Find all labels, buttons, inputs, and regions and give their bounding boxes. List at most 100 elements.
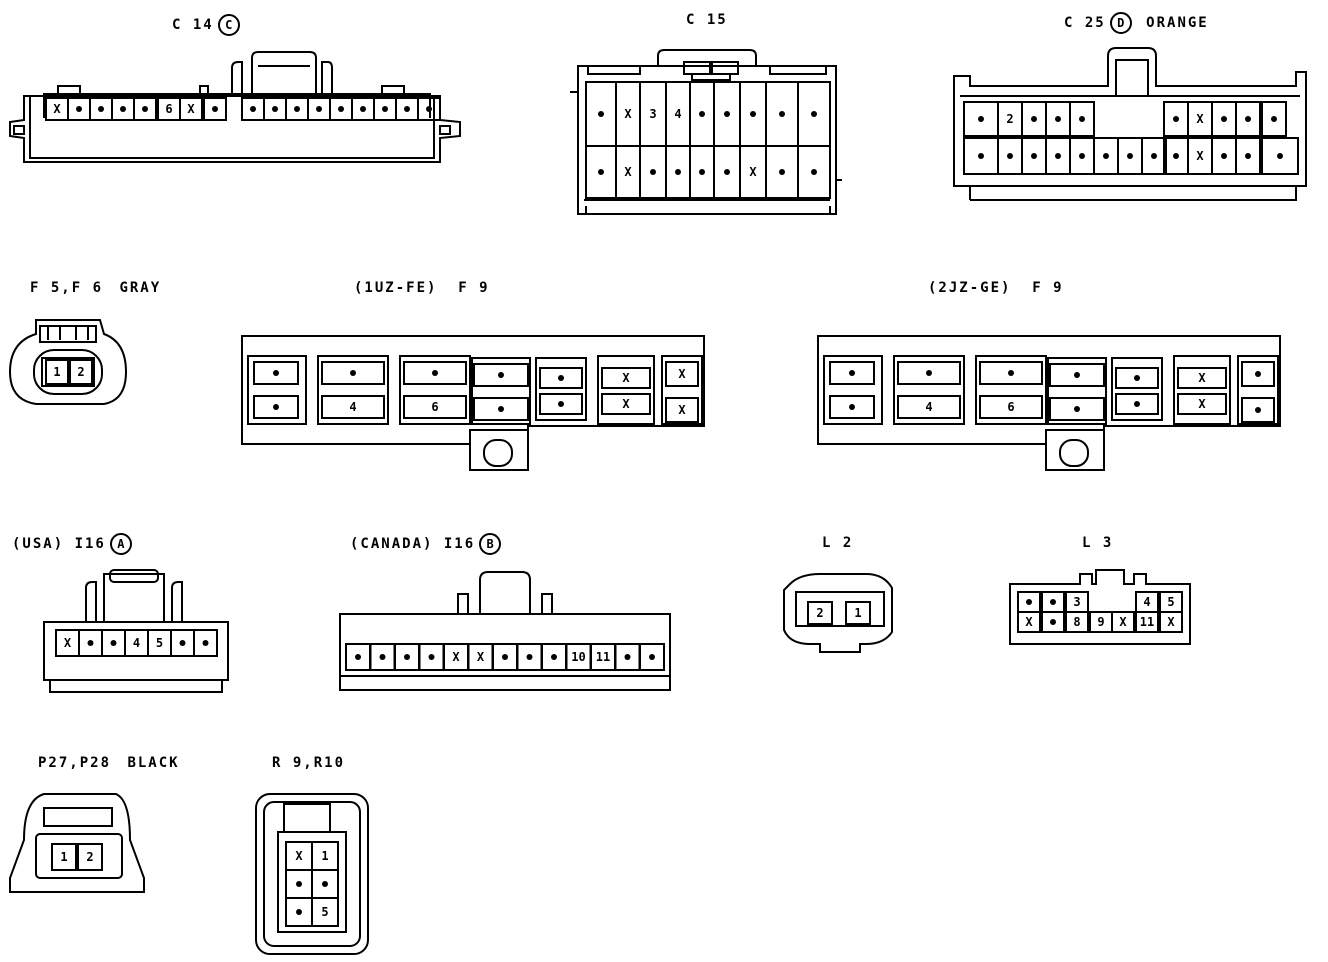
f9-pin-label: X <box>622 397 630 411</box>
l3-pin-bottom <box>1159 611 1183 633</box>
i16a-pin-dot <box>179 640 186 646</box>
f9-pin <box>253 395 299 419</box>
i16b-pin-dot <box>502 654 508 660</box>
f9-pin <box>665 397 699 423</box>
c14-pin-dot <box>338 106 344 112</box>
l3-pin-bottom-label: 11 <box>1140 615 1154 629</box>
f9-pin <box>403 361 467 385</box>
f9-pin-dot <box>1008 370 1014 376</box>
f9-pin-dot <box>558 375 564 381</box>
f9-pin-dot <box>498 372 504 378</box>
f9-pin-dot <box>350 370 356 376</box>
f9-housing <box>317 355 389 425</box>
f9-2jz-label: (2JZ-GE) F 9 <box>928 280 1064 296</box>
c25-pin-top-dot <box>1245 116 1251 122</box>
i16b-pin-label: X <box>477 650 485 664</box>
f9-pin-label: X <box>622 371 630 385</box>
c15-pin-bottom-dot <box>779 169 785 175</box>
f5f6-title: F 5,F 6 <box>30 280 104 296</box>
l3-pin-bottom <box>1017 611 1041 633</box>
c15-pin-top-dot <box>811 111 817 117</box>
f9-housing <box>399 355 471 425</box>
f9-pin <box>829 361 875 385</box>
c25-pin-top-dot <box>1221 116 1227 122</box>
c25-pin-top-dot <box>1079 116 1085 122</box>
c14-pin-dot <box>272 106 278 112</box>
p27p28-title: P27,P28 <box>38 755 112 771</box>
f9-pin <box>1049 363 1105 387</box>
l3-pin-top-label: 4 <box>1143 595 1150 609</box>
c15-pin-top-dot <box>724 111 730 117</box>
f9-pin <box>979 361 1043 385</box>
l3-pin-bottom <box>1135 611 1159 633</box>
i16a-pin-label: 5 <box>156 636 163 650</box>
c15-pin-bottom-label: X <box>749 165 757 179</box>
c25-pin-top-dot <box>1055 116 1061 122</box>
f5f6-pin <box>45 359 69 385</box>
c25-pin-bottom-dot <box>1007 153 1013 159</box>
f9-housing <box>247 355 307 425</box>
c14-pin-dot <box>212 106 218 112</box>
c25-pin-top-dot <box>1271 116 1277 122</box>
f5f6-pin <box>69 359 93 385</box>
f9-housing <box>1111 357 1163 421</box>
c14-pin-dot <box>426 106 432 112</box>
c15-pin-bottom-dot <box>699 169 705 175</box>
f9-pin <box>473 397 529 421</box>
l3-pin-bottom-dot <box>1050 619 1056 625</box>
c25-pin-top <box>1261 101 1287 137</box>
f9-1uz-title: (1UZ-FE) F 9 <box>354 280 490 296</box>
r9r10-pin-dot <box>296 881 302 887</box>
i16b-pin-dot <box>355 654 361 660</box>
c14-pin-dot <box>120 106 126 112</box>
c15-pin-top-label: X <box>624 107 632 121</box>
c14-pin-dot <box>294 106 300 112</box>
c15-pin-bottom <box>797 145 831 199</box>
c15-pin-top-dot <box>750 111 756 117</box>
i16a-title: (USA) I16 <box>12 536 106 552</box>
l2-pin <box>845 601 871 625</box>
c25-pin-top-dot <box>1173 116 1179 122</box>
f9-pin-label: X <box>1198 397 1206 411</box>
f9-housing <box>823 355 883 425</box>
i16b-pin-dot <box>624 654 631 660</box>
f9-pin-label: X <box>678 367 686 381</box>
c25-pin-bottom-label: X <box>1196 149 1204 163</box>
f9-pin-label: 4 <box>349 400 356 414</box>
c25-pin-bottom-dot <box>1245 153 1251 159</box>
f9-housing <box>535 357 587 421</box>
i16b-pin-dot <box>526 654 533 660</box>
l3-pin-bottom <box>1111 611 1135 633</box>
f9-pin <box>253 361 299 385</box>
c14-pin <box>417 97 441 121</box>
f5f6-pin-label: 1 <box>53 365 60 379</box>
f9-pin <box>665 361 699 387</box>
c15-title: C 15 <box>686 12 728 28</box>
f9-pin-label: 6 <box>1007 400 1014 414</box>
i16b-badge: B <box>479 533 502 555</box>
p27p28-label: P27,P28 BLACK <box>38 755 180 771</box>
l3-title: L 3 <box>1082 535 1114 551</box>
f9-pin <box>1115 367 1159 389</box>
c15-pin-bottom-dot <box>650 169 656 175</box>
f9-housing <box>893 355 965 425</box>
c25-pin-top-label: X <box>1196 112 1204 126</box>
f9-pin-dot <box>273 370 279 376</box>
f9-pin-dot <box>1134 375 1140 381</box>
f9-pin-dot <box>1134 401 1140 407</box>
